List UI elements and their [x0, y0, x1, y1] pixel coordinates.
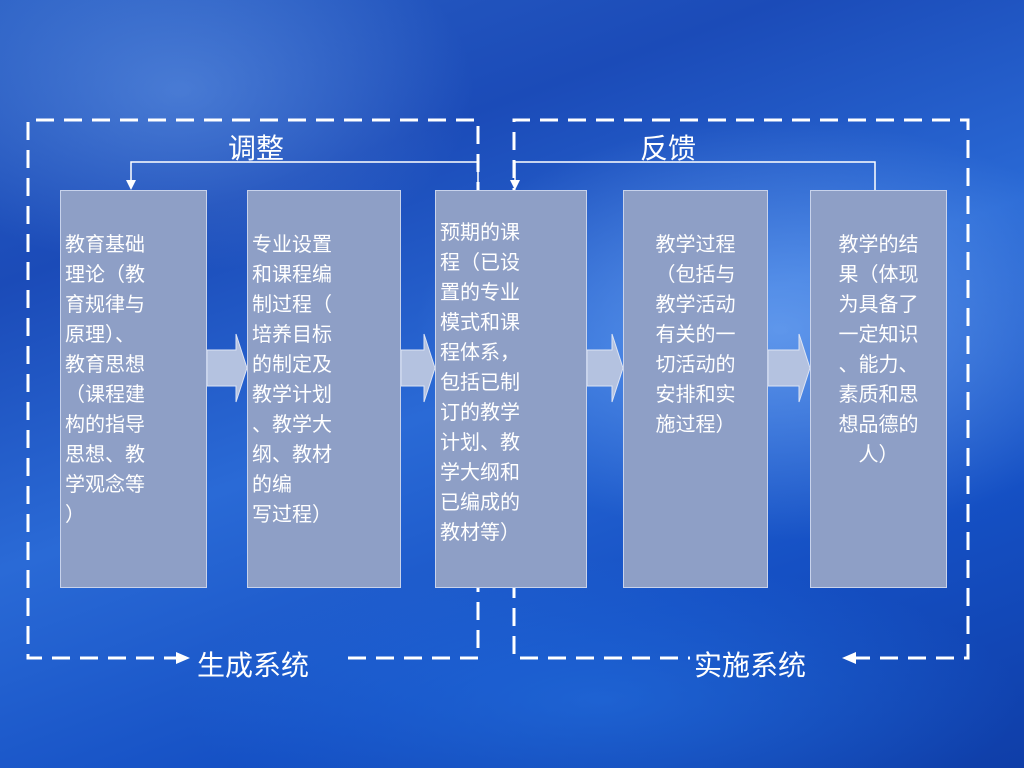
implementation-system-label: 实施系统 — [694, 649, 807, 682]
generation-system-label: 生成系统 — [197, 649, 310, 682]
adjust-line — [130, 161, 479, 190]
box-teaching-process: 教学过程 （包括与 教学活动 有关的一 切活动的 安排和实 施过程） — [623, 190, 768, 588]
adjust-label: 调整 — [228, 132, 285, 165]
flow-arrow-4 — [767, 333, 811, 403]
generation-system-frame — [26, 118, 480, 660]
box-curriculum-design: 专业设置 和课程编 制过程（ 培养目标 的制定及 教学计划 、教学大 纲、教材 … — [247, 190, 401, 588]
generation-frame-arrowhead — [176, 652, 190, 664]
feedback-label: 反馈 — [640, 132, 697, 165]
box-education-foundation: 教育基础 理论（教 育规律与 原理）、 教育思想 （课程建 构的指导 思想、教 … — [60, 190, 207, 588]
flow-arrow-3 — [586, 333, 624, 403]
feedback-arrowhead — [510, 180, 520, 190]
flow-arrow-2 — [400, 333, 436, 403]
box-teaching-result: 教学的结 果（体现 为具备了 一定知识 、能力、 素质和思 想品德的 人） — [810, 190, 947, 588]
adjust-arrowhead — [126, 180, 136, 190]
feedback-line — [514, 161, 876, 190]
implementation-frame-arrowhead — [842, 652, 856, 664]
implementation-system-frame — [512, 118, 970, 660]
box-expected-curriculum: 预期的课 程（已设 置的专业 模式和课 程体系， 包括已制 订的教学 计划、教 … — [435, 190, 587, 588]
flow-arrow-1 — [206, 333, 248, 403]
